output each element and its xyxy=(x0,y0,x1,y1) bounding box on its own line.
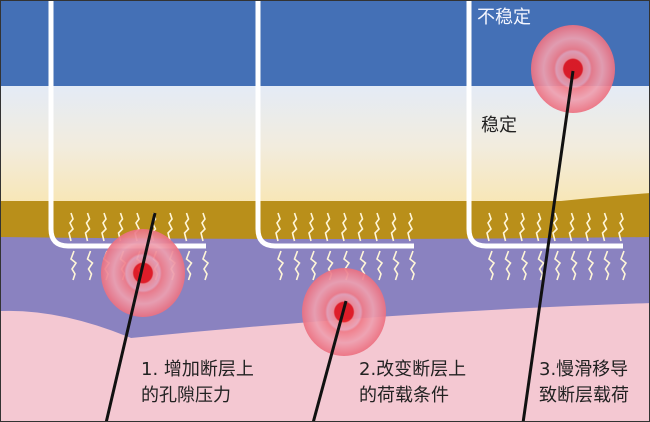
fracture-lower xyxy=(488,250,496,281)
mechanism-2-label: 2.改变断层上 的荷载条件 xyxy=(359,357,466,409)
pink-layer xyxy=(1,303,649,421)
fracture-upper xyxy=(502,212,509,242)
fracture-upper xyxy=(374,212,380,242)
mechanism-1-line2: 的孔隙压力 xyxy=(141,385,231,406)
earthquake-3 xyxy=(521,25,615,421)
fracture-lower xyxy=(185,250,193,281)
fracture-lower xyxy=(570,250,578,281)
mechanism-2-line2: 的荷载条件 xyxy=(359,385,449,406)
earthquake-1 xyxy=(101,212,185,421)
fracture-upper xyxy=(390,212,397,242)
fracture-lower xyxy=(277,250,285,281)
well-3 xyxy=(466,1,628,281)
fracture-lower xyxy=(293,250,301,281)
fracture-upper xyxy=(324,212,331,242)
fracture-lower xyxy=(521,250,529,281)
wellbore xyxy=(255,1,414,249)
fracture-upper xyxy=(407,212,413,242)
fracture-upper xyxy=(486,212,492,242)
hypocenter-ripple xyxy=(531,25,615,113)
fracture-upper xyxy=(291,212,298,242)
fault-line xyxy=(521,70,575,421)
fracture-lower xyxy=(392,250,400,281)
fracture-upper xyxy=(308,212,314,242)
fracture-upper xyxy=(200,212,206,242)
fracture-lower xyxy=(70,250,78,281)
fracture-lower xyxy=(537,250,545,281)
fracture-lower xyxy=(376,250,384,281)
stable-label: 稳定 xyxy=(481,115,517,136)
fracture-upper xyxy=(84,212,91,242)
fracture-lower xyxy=(603,250,611,281)
mechanism-1-label: 1. 增加断层上 的孔隙压力 xyxy=(141,357,254,409)
fracture-upper xyxy=(341,212,347,242)
fracture-lower xyxy=(504,250,512,281)
earthquakes xyxy=(101,25,615,421)
fracture-upper xyxy=(117,212,124,242)
fracture-lower xyxy=(554,250,562,281)
fracture-lower xyxy=(587,250,595,281)
fracture-lower xyxy=(409,250,417,281)
fracture-upper xyxy=(618,212,624,242)
unstable-label: 不稳定 xyxy=(477,7,531,28)
mechanism-1-line1: 1. 增加断层上 xyxy=(141,359,254,380)
fracture-upper xyxy=(275,212,281,242)
cream-layer xyxy=(1,86,649,206)
fracture-upper xyxy=(167,212,173,242)
wellbore xyxy=(48,1,206,249)
hypocenter-ripple xyxy=(101,229,185,317)
fracture-upper xyxy=(585,212,591,242)
fracture-upper xyxy=(68,212,74,242)
fault-line xyxy=(104,212,157,421)
fracture-lower xyxy=(202,250,210,281)
fracture-upper xyxy=(552,212,558,242)
fracture-upper xyxy=(568,212,575,242)
mechanism-3-line1: 3.慢滑移导 xyxy=(539,359,629,380)
mechanism-3-line2: 致断层载荷 xyxy=(539,385,629,406)
fracture-upper xyxy=(601,212,608,242)
well-2 xyxy=(255,1,417,281)
mechanism-2-line1: 2.改变断层上 xyxy=(359,359,467,380)
fracture-lower xyxy=(86,250,94,281)
fracture-upper xyxy=(183,212,190,242)
fracture-lower xyxy=(310,250,318,281)
fracture-upper xyxy=(101,212,107,242)
mechanism-3-label: 3.慢滑移导 致断层载荷 xyxy=(539,357,629,409)
fracture-lower xyxy=(620,250,628,281)
fracture-upper xyxy=(519,212,525,242)
fault-line xyxy=(311,300,348,421)
earthquake-2 xyxy=(302,268,386,421)
wellbore xyxy=(466,1,623,249)
fracture-upper xyxy=(357,212,364,242)
fracture-upper xyxy=(535,212,542,242)
